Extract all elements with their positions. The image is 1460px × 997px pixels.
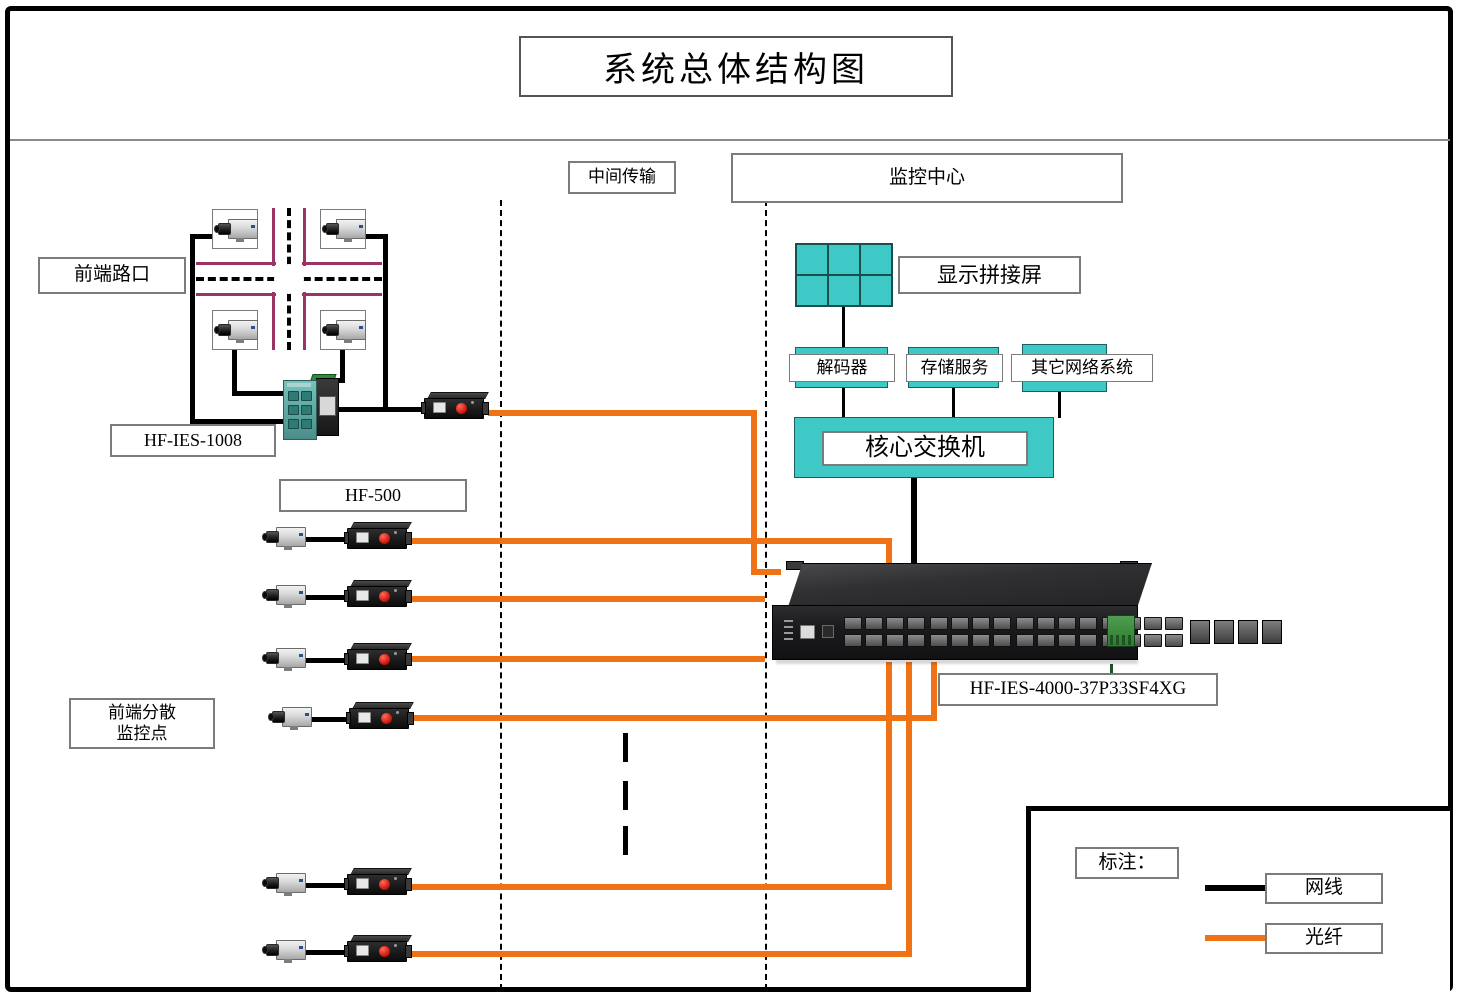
ellipsis-dash-2 [623, 781, 628, 810]
fiber-5-vertical [886, 662, 892, 890]
cable-bus-bottom [190, 419, 295, 424]
link-wall-to-decoder [842, 307, 845, 349]
road-horizontal-bot [196, 293, 276, 296]
video-wall-cell [828, 275, 860, 306]
camera-distributed-2 [262, 583, 308, 609]
video-wall-cell [860, 244, 892, 275]
legend-swatch-network-cable [1205, 885, 1272, 891]
fiber-1-horizontal [412, 538, 890, 544]
fiber-6-horizontal [412, 951, 911, 957]
fiber-4-vertical [931, 662, 937, 721]
cable-se-down [340, 348, 345, 382]
device-label-core-switch: 核心交换机 [822, 431, 1028, 466]
outer-frame [5, 6, 1453, 992]
device-label-video-wall: 显示拼接屏 [898, 256, 1081, 294]
device-label-decoder: 解码器 [789, 354, 895, 382]
cable-camera-2 [305, 595, 349, 600]
device-hf-500-converter-1 [344, 522, 413, 552]
fiber-3-horizontal [412, 656, 765, 662]
device-hf-500-converter-0 [421, 392, 490, 422]
link-core-to-rack [911, 478, 917, 568]
page-title: 系统总体结构图 [519, 36, 953, 97]
road-vertical-right [303, 208, 306, 266]
separator-left-dashed [500, 200, 502, 990]
video-wall-cell [860, 275, 892, 306]
cable-camera-6 [305, 950, 349, 955]
fiber-5-horizontal [412, 884, 890, 890]
fiber-1-vertical [886, 538, 892, 568]
zone-label-front-distributed: 前端分散 监控点 [69, 698, 215, 749]
device-hf-ies-4000-rack-switch [772, 561, 1282, 674]
separator-right-dashed [765, 200, 767, 990]
camera-intersection-sw [214, 318, 260, 344]
road-vertical-left-b [272, 292, 275, 350]
cable-se-left [333, 378, 345, 383]
legend-swatch-fiber [1205, 935, 1272, 941]
camera-intersection-se [322, 318, 368, 344]
camera-distributed-6 [262, 938, 308, 964]
zone-label-monitoring-center: 监控中心 [731, 153, 1123, 203]
video-wall-cell [828, 244, 860, 275]
device-label-hf-500: HF-500 [279, 479, 467, 512]
cable-nw-to-bus [190, 234, 216, 239]
video-wall-cell [796, 244, 828, 275]
device-hf-500-converter-5 [344, 868, 413, 898]
road-vertical-right-b [303, 292, 306, 350]
legend-title: 标注： [1075, 847, 1179, 879]
device-hf-ies-1008 [283, 374, 339, 440]
device-video-wall [795, 243, 893, 307]
cable-bus-left [190, 234, 195, 424]
cable-camera-4 [311, 717, 351, 722]
device-label-other-network: 其它网络系统 [1011, 354, 1153, 382]
device-hf-500-converter-3 [344, 643, 413, 673]
cable-sw-down [232, 348, 237, 396]
road-horizontal-top-r [302, 262, 382, 265]
fiber-0-stub [751, 569, 781, 575]
front-distributed-line-1: 前端分散 [108, 703, 176, 723]
cable-1008-to-converter [338, 407, 430, 412]
cable-bus-right [383, 234, 388, 412]
cable-camera-5 [305, 883, 349, 888]
fiber-0-horizontal [488, 410, 757, 416]
device-hf-500-converter-2 [344, 580, 413, 610]
camera-distributed-4 [268, 705, 314, 731]
fiber-2-horizontal [412, 596, 765, 602]
road-horizontal-bot-r [302, 293, 382, 296]
device-hf-500-converter-6 [344, 935, 413, 965]
fiber-4-horizontal [414, 715, 937, 721]
link-other-to-core [1058, 392, 1061, 418]
cable-sw-right [232, 391, 294, 396]
front-distributed-line-2: 监控点 [116, 723, 168, 743]
road-intersection-center [274, 264, 304, 294]
ellipsis-dash-1 [623, 733, 628, 762]
legend-panel [1026, 806, 1450, 992]
device-label-storage: 存储服务 [906, 354, 1003, 382]
road-horizontal-top [196, 262, 276, 265]
camera-intersection-ne [322, 217, 368, 243]
link-decoder-to-core [842, 388, 845, 418]
camera-distributed-5 [262, 871, 308, 897]
title-divider [10, 139, 1450, 141]
legend-label-fiber: 光纤 [1265, 923, 1383, 954]
camera-intersection-nw [214, 217, 260, 243]
zone-label-front-intersection: 前端路口 [38, 257, 186, 294]
legend-label-network-cable: 网线 [1265, 873, 1383, 904]
device-label-hf-ies-4000: HF-IES-4000-37P33SF4XG [938, 673, 1218, 706]
camera-distributed-3 [262, 646, 308, 672]
video-wall-cell [796, 275, 828, 306]
ellipsis-dash-3 [623, 826, 628, 855]
fiber-6-vertical [906, 662, 912, 957]
road-vertical-left [272, 208, 275, 266]
link-storage-to-core [952, 388, 955, 418]
cable-ne-to-bus [362, 234, 388, 239]
fiber-0-vertical [751, 410, 757, 575]
cable-camera-3 [305, 658, 349, 663]
camera-distributed-1 [262, 525, 308, 551]
device-hf-500-converter-4 [346, 702, 415, 732]
cable-camera-1 [305, 537, 349, 542]
device-label-hf-ies-1008: HF-IES-1008 [110, 424, 276, 457]
zone-label-middle-transmission: 中间传输 [568, 161, 676, 194]
